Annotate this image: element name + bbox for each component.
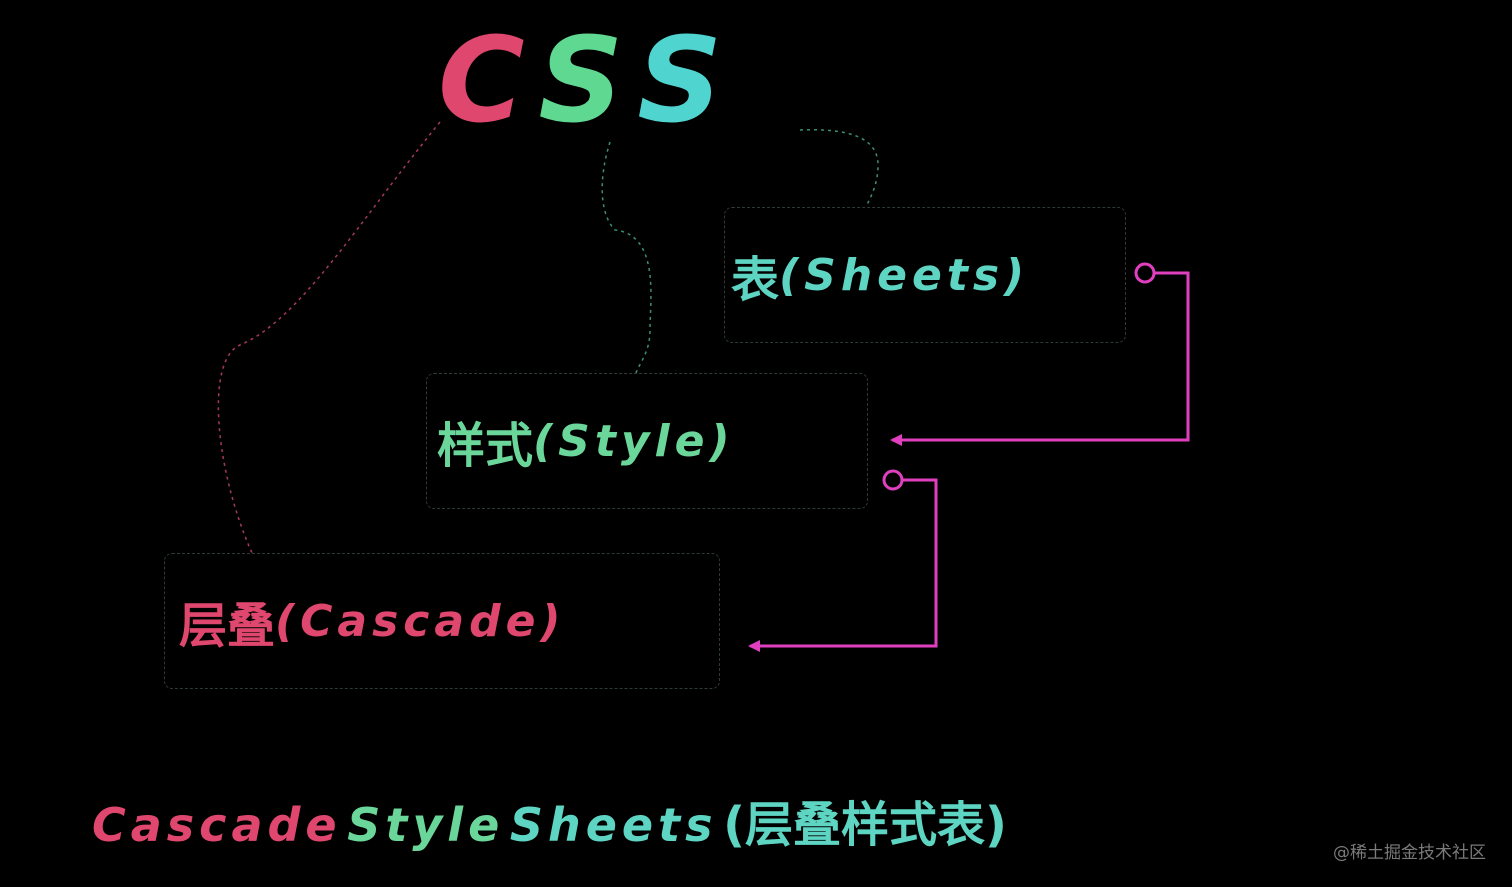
connector-start-sheets <box>1134 262 1156 284</box>
subtitle-style: Style <box>347 798 505 852</box>
title-letter-s2: S <box>637 11 741 149</box>
subtitle-cascade: Cascade <box>92 798 342 852</box>
connector-s-to-style <box>601 141 652 374</box>
box-sheets-zh: 表 <box>731 252 780 308</box>
arrow-style-to-cascade <box>748 478 938 652</box>
arrow-sheets-to-style <box>890 271 1190 446</box>
title-letter-c: C <box>438 11 539 149</box>
box-style-zh: 样式 <box>437 418 534 474</box>
box-sheets: 表(Sheets) <box>724 207 1126 343</box>
box-sheets-en: (Sheets) <box>779 249 1030 301</box>
css-title: CSS <box>438 10 740 150</box>
subtitle: Cascade Style Sheets (层叠样式表) <box>92 790 1007 860</box>
box-cascade-en: (Cascade) <box>275 595 566 647</box>
subtitle-sheets: Sheets <box>509 798 718 852</box>
connector-c-to-cascade <box>217 121 441 554</box>
subtitle-zh: (层叠样式表) <box>723 797 1007 853</box>
connector-start-style <box>882 469 904 491</box>
box-style-en: (Style) <box>533 415 735 467</box>
box-cascade: 层叠(Cascade) <box>164 553 720 689</box>
watermark: @稀土掘金技术社区 <box>1333 843 1486 863</box>
box-cascade-zh: 层叠 <box>179 598 276 654</box>
connector-s-to-sheets <box>799 129 879 208</box>
box-style: 样式(Style) <box>426 373 868 509</box>
title-letter-s1: S <box>538 11 638 149</box>
